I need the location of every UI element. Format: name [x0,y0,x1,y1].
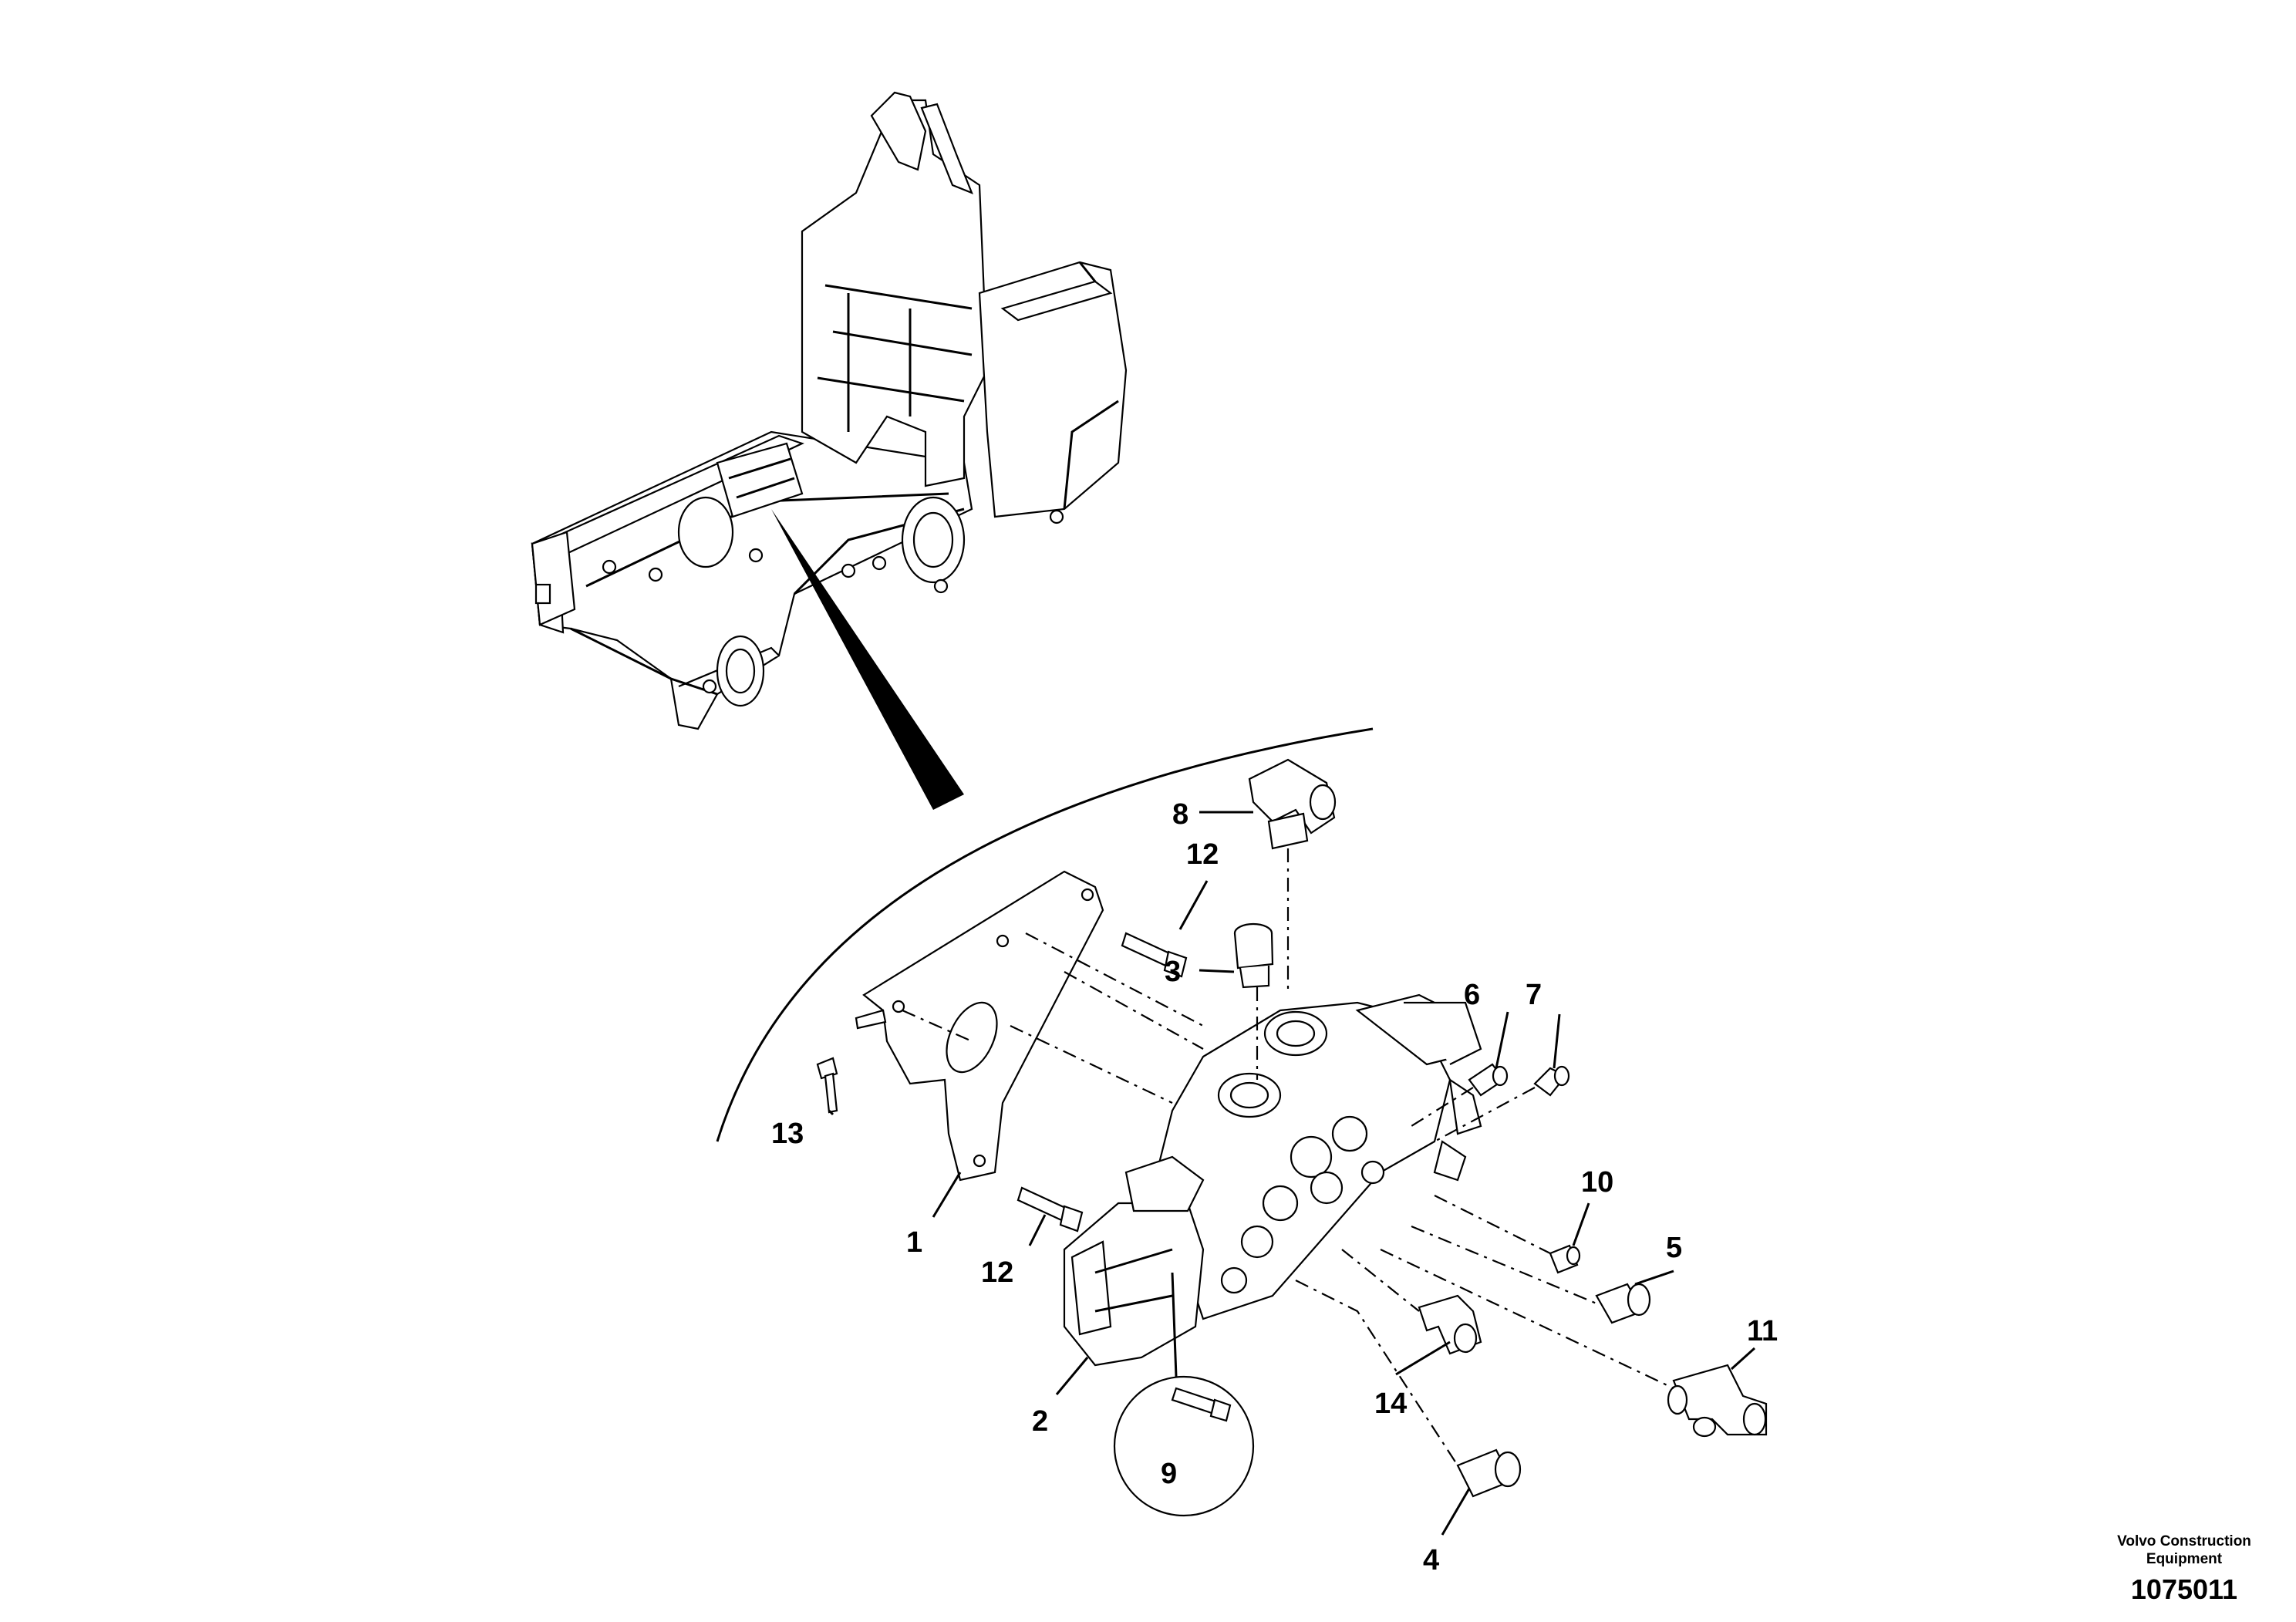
assembly-lines [902,848,1674,1466]
brand-name: Volvo Construction Equipment [2117,1533,2251,1567]
bolt-detail-inset [1113,1272,1255,1517]
callout-14: 14 [1374,1388,1407,1420]
leader-lines [828,811,1756,1536]
callout-5: 5 [1666,1232,1682,1264]
machine-frame-illustration [531,91,1128,730]
bolt-part [1121,932,1188,978]
mounting-plate-part [855,870,1104,1182]
callout-6: 6 [1464,979,1480,1011]
plug-fitting-part [1468,1063,1509,1097]
callout-4: 4 [1423,1544,1439,1576]
callout-10: 10 [1581,1166,1613,1199]
callout-13: 13 [771,1118,804,1150]
callout-1: 1 [906,1226,922,1259]
connector-fitting-part [1595,1283,1651,1324]
tee-fitting-part [1667,1364,1768,1438]
callout-12: 12 [1186,838,1219,871]
callout-2: 2 [1032,1405,1048,1438]
callout-11: 11 [1747,1315,1778,1347]
callout-labels: 8 12 3 6 7 13 1 12 2 9 10 5 11 14 4 [771,798,1778,1576]
plug-fitting-part [1533,1065,1570,1097]
elbow-fitting-part [1248,758,1337,850]
connector-fitting-part [1233,922,1274,989]
callout-7: 7 [1526,979,1542,1011]
control-valve-part [1155,993,1482,1320]
valve-cap-part [1063,1155,1205,1367]
plug-part [1549,1244,1581,1274]
callout-12: 12 [981,1256,1013,1289]
callout-8: 8 [1172,798,1188,831]
bolt-part [1017,1186,1084,1233]
elbow-fitting-part [1418,1294,1482,1355]
connector-fitting-part [1456,1448,1522,1498]
document-number: 1075011 [2130,1573,2238,1605]
callout-3: 3 [1165,956,1181,988]
detail-pointer [771,509,964,810]
callout-9: 9 [1161,1458,1177,1490]
bolt-part [816,1057,838,1114]
detail-boundary-arc [716,727,1374,1142]
